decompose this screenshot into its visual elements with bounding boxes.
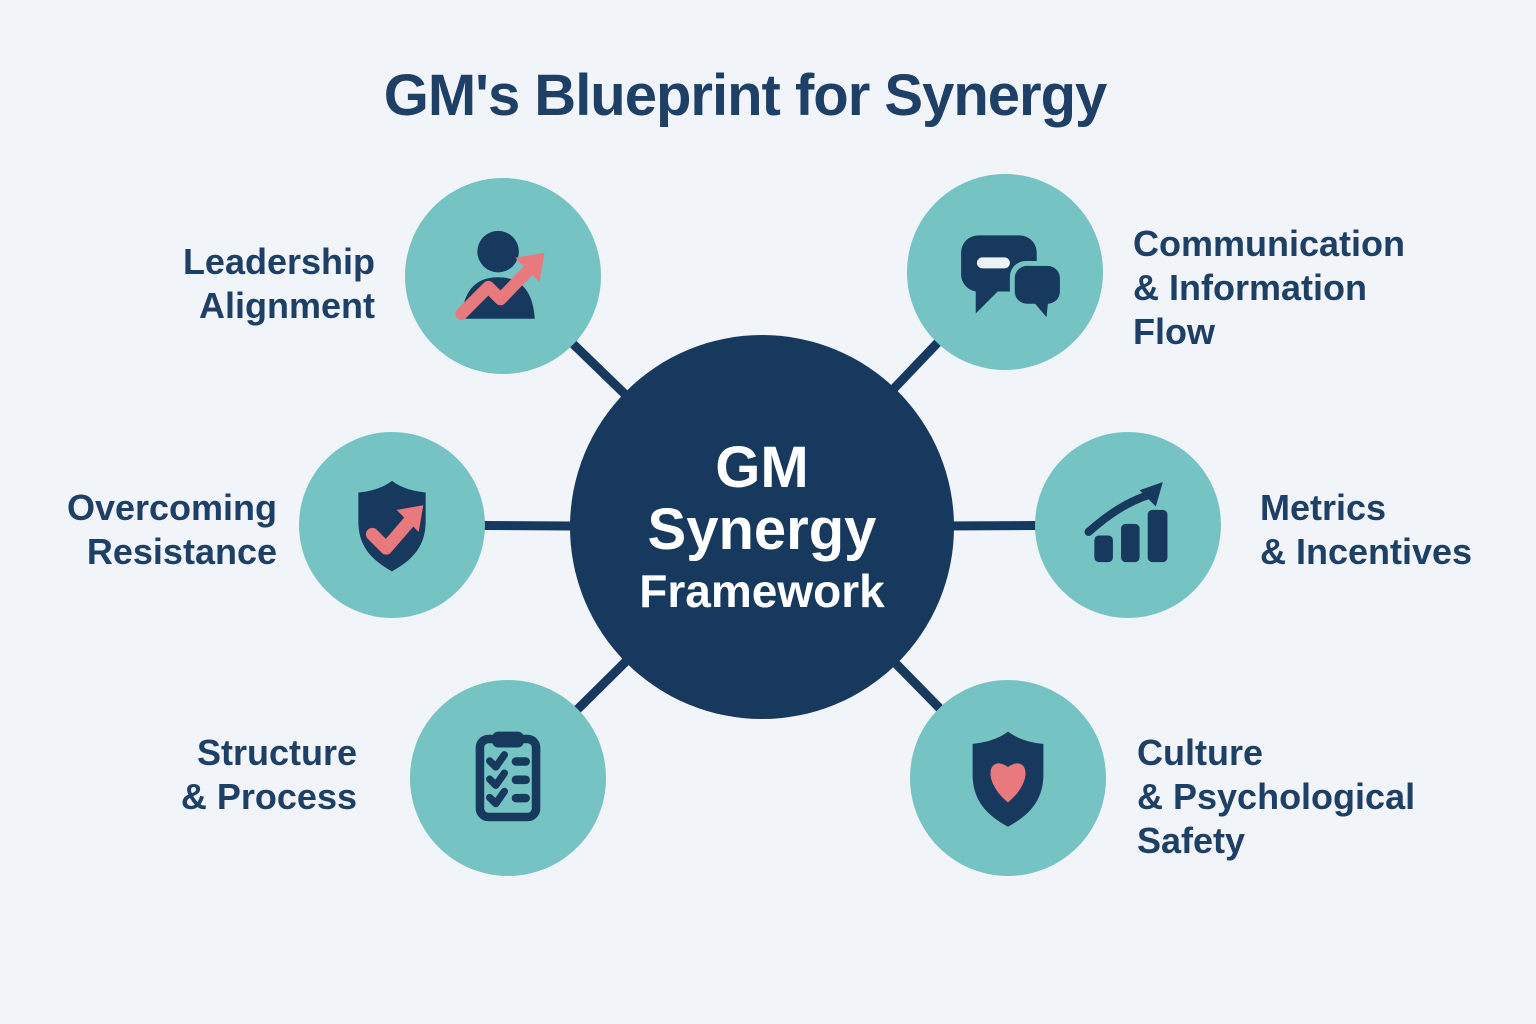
node-label-structure-process: Structure & Process [180, 732, 357, 817]
node-overcoming-resistance [299, 432, 485, 618]
node-label-overcoming-resistance: Overcoming Resistance [66, 487, 277, 572]
node-label-communication-flow: Communication & Information Flow [1133, 223, 1406, 352]
shield-check-arrow-icon [358, 480, 426, 572]
person-growth-icon [455, 230, 545, 320]
center-hub: GM Synergy Framework [570, 335, 954, 719]
node-metrics-incentives [1035, 432, 1221, 618]
node-label-metrics-incentives: Metrics & Incentives [1260, 487, 1473, 572]
node-label-culture-safety: Culture & Psychological Safety [1137, 732, 1416, 861]
page-title: GM's Blueprint for Synergy [383, 63, 1108, 128]
shield-heart-icon [972, 731, 1044, 827]
chat-bubbles-icon [961, 235, 1065, 324]
node-communication-flow [907, 174, 1103, 370]
node-culture-safety [910, 680, 1106, 876]
node-leadership-alignment [405, 178, 601, 374]
bar-chart-growth-icon [1084, 482, 1168, 563]
clipboard-checklist-icon [475, 731, 541, 822]
hub-line-1: GM [715, 434, 809, 500]
node-label-leadership-alignment: Leadership Alignment [182, 241, 375, 326]
hub-line-2: Synergy [647, 496, 877, 562]
node-structure-process [410, 680, 606, 876]
hub-line-3: Framework [639, 564, 885, 617]
